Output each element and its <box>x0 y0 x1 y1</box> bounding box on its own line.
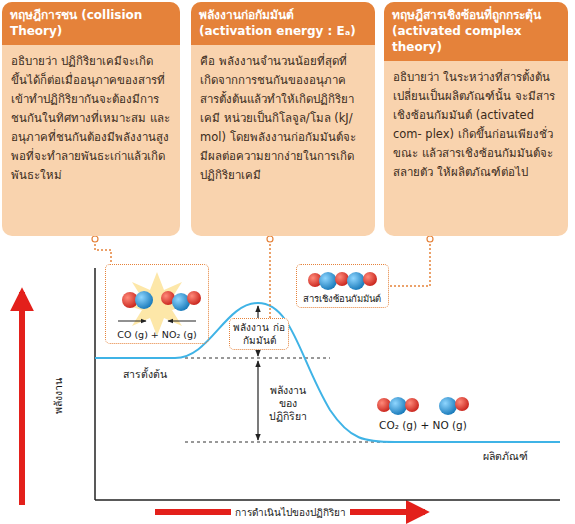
guide-line <box>185 358 330 359</box>
box-heading: ทฤษฎีการชน (collision Theory) <box>2 2 180 45</box>
box-label: พลังงาน ก่อกัมมันต์ <box>230 319 288 349</box>
product-formula: CO₂ (g) + NO (g) <box>379 419 467 431</box>
reactant-label: สารตั้งต้น <box>123 366 167 383</box>
leader-dot <box>427 236 433 242</box>
box-heading: ทฤษฎีสารเชิงซ้อนที่ถูกกระตุ้น (activated… <box>384 2 568 61</box>
x-axis <box>95 499 560 501</box>
y-axis <box>94 268 96 500</box>
box-body: อธิบายว่า ในระหว่างที่สารตั้งต้น เปลี่ยน… <box>384 61 568 191</box>
theory-box: ทฤษฎีสารเชิงซ้อนที่ถูกกระตุ้น (activated… <box>384 2 568 236</box>
product-label: ผลิตภัณฑ์ <box>483 448 528 465</box>
leader-line <box>389 236 431 286</box>
collision-illustration <box>118 272 201 336</box>
axis-label: การดำเนินไปของปฏิกิริยา <box>231 505 350 520</box>
box-body: อธิบายว่า ปฏิกิริยาเคมีจะเกิด ขึ้นได้ก็ต… <box>2 45 180 194</box>
theory-box: ทฤษฎีการชน (collision Theory)อธิบายว่า ป… <box>2 2 180 236</box>
reaction-energy-arrow <box>257 361 258 440</box>
box-heading: พลังงานก่อกัมมันต์ (activation energy : … <box>191 2 375 45</box>
energy-arrow <box>19 292 25 505</box>
box-body: คือ พลังงานจำนวนน้อยที่สุดที่ เกิดจากการ… <box>191 45 375 194</box>
leader-line <box>269 236 271 318</box>
energy-label-box: พลังงาน ก่อกัมมันต์ <box>229 318 289 350</box>
products-illustration <box>377 397 469 415</box>
theory-box: พลังงานก่อกัมมันต์ (activation energy : … <box>191 2 375 236</box>
energy-curve <box>95 303 560 442</box>
box-label: CO (g) + NO₂ (g) <box>106 329 208 341</box>
reaction-energy-label: พลังงาน ของปฏิกิริยา <box>262 384 314 423</box>
activated-complex-illustration <box>308 272 377 290</box>
axis-label: พลังงาน <box>50 377 67 413</box>
leader-dot <box>267 236 273 242</box>
illustration-box: CO (g) + NO₂ (g) <box>105 264 209 344</box>
illustration-box: สารเชิงซ้อนกัมมันต์ <box>296 264 389 308</box>
box-label: สารเชิงซ้อนกัมมันต์ <box>297 293 388 305</box>
leader-dot <box>92 236 98 242</box>
